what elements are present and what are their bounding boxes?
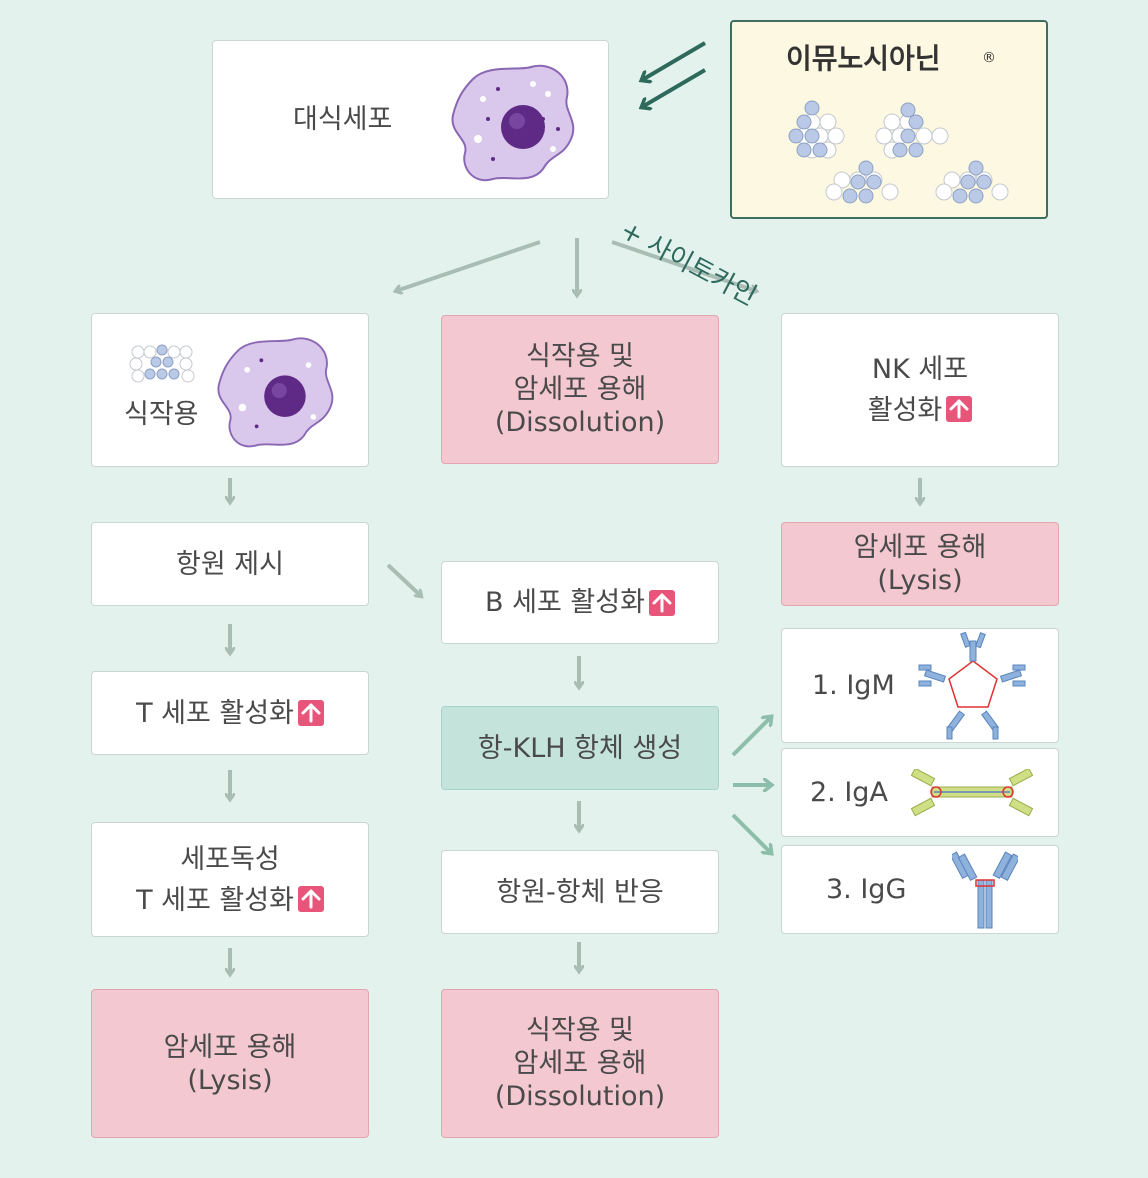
col2-top-label-1: 식작용 및 (526, 341, 634, 372)
col2-bottom-label-2: 암세포 용해 (513, 1048, 647, 1079)
igg-box: 3. IgG (781, 845, 1059, 934)
up-arrow-icon (946, 396, 973, 422)
igg-label: 3. IgG (826, 874, 907, 905)
up-arrow-icon (297, 700, 324, 726)
col2-bottom-label-1: 식작용 및 (526, 1015, 634, 1046)
antibody-production-label: 항-KLH 항체 생성 (477, 732, 683, 764)
phagocytosis-cells-icon (129, 344, 195, 383)
b-cell-activation-label: B 세포 활성화 (485, 587, 645, 618)
igm-antibody-icon (918, 631, 1026, 740)
antigen-presentation-label: 항원 제시 (176, 548, 284, 580)
col2-top-box: 식작용 및 암세포 용해 (Dissolution) (441, 315, 719, 464)
arrow-product-1 (642, 41, 707, 80)
nk-cell-line-2: 활성화 (868, 394, 973, 427)
macrophage-cell-icon (451, 64, 575, 182)
igm-label: 1. IgM (812, 670, 895, 701)
col2-bottom-box: 식작용 및 암세포 용해 (Dissolution) (441, 989, 719, 1138)
arrow-branch-left (396, 240, 541, 291)
antigen-antibody-reaction-box: 항원-항체 반응 (441, 850, 719, 934)
iga-antibody-icon (910, 769, 1034, 817)
phagocyte-cell-icon (217, 337, 334, 448)
product-box: 이뮤노시아닌 ® (730, 20, 1048, 219)
antibody-production-box: 항-KLH 항체 생성 (441, 706, 719, 790)
iga-label: 2. IgA (810, 777, 888, 808)
arrow-branch-right (611, 240, 756, 291)
cytotoxic-label-1: 세포독성 (180, 843, 280, 875)
nk-cell-label-2: 활성화 (867, 395, 943, 426)
arrow-product-2 (642, 68, 707, 107)
cytotoxic-label-2: T 세포 활성화 (136, 884, 294, 916)
up-arrow-icon (648, 589, 675, 616)
antigen-antibody-reaction-label: 항원-항체 반응 (496, 876, 664, 908)
molecule-cluster-icon (788, 100, 1009, 204)
col3-lysis-label-2: (Lysis) (877, 565, 963, 596)
b-cell-activation-box: B 세포 활성화 (441, 561, 719, 644)
up-arrow-icon (297, 885, 324, 912)
nk-cell-label-1: NK 세포 (871, 354, 969, 385)
col2-bottom-label-3: (Dissolution) (494, 1081, 666, 1112)
igm-box: 1. IgM (781, 628, 1059, 743)
igg-antibody-icon (952, 851, 1018, 929)
t-cell-activation-label: T 세포 활성화 (136, 697, 294, 729)
antigen-presentation-box: 항원 제시 (91, 522, 369, 606)
product-title: 이뮤노시아닌 (786, 42, 941, 75)
col2-top-label-2: 암세포 용해 (513, 374, 647, 405)
col1-lysis-box: 암세포 용해 (Lysis) (91, 989, 369, 1138)
nk-cell-box: NK 세포 활성화 (781, 313, 1059, 467)
col2-top-label-3: (Dissolution) (494, 407, 666, 438)
col1-lysis-label-2: (Lysis) (187, 1064, 273, 1096)
col1-lysis-label-1: 암세포 용해 (163, 1031, 297, 1063)
phagocytosis-box: 식작용 (91, 313, 369, 467)
macrophage-box: 대식세포 (212, 40, 609, 199)
col3-lysis-label-1: 암세포 용해 (853, 532, 987, 563)
cytotoxic-line-2: T 세포 활성화 (136, 884, 324, 917)
t-cell-activation-box: T 세포 활성화 (91, 671, 369, 755)
phagocytosis-label: 식작용 (124, 399, 199, 430)
macrophage-label: 대식세포 (293, 104, 393, 135)
registered-mark: ® (982, 50, 996, 66)
product-name: 이뮤노시아닌 (786, 42, 941, 75)
cytotoxic-t-cell-box: 세포독성 T 세포 활성화 (91, 822, 369, 937)
iga-box: 2. IgA (781, 748, 1059, 837)
col3-lysis-box: 암세포 용해 (Lysis) (781, 522, 1059, 606)
